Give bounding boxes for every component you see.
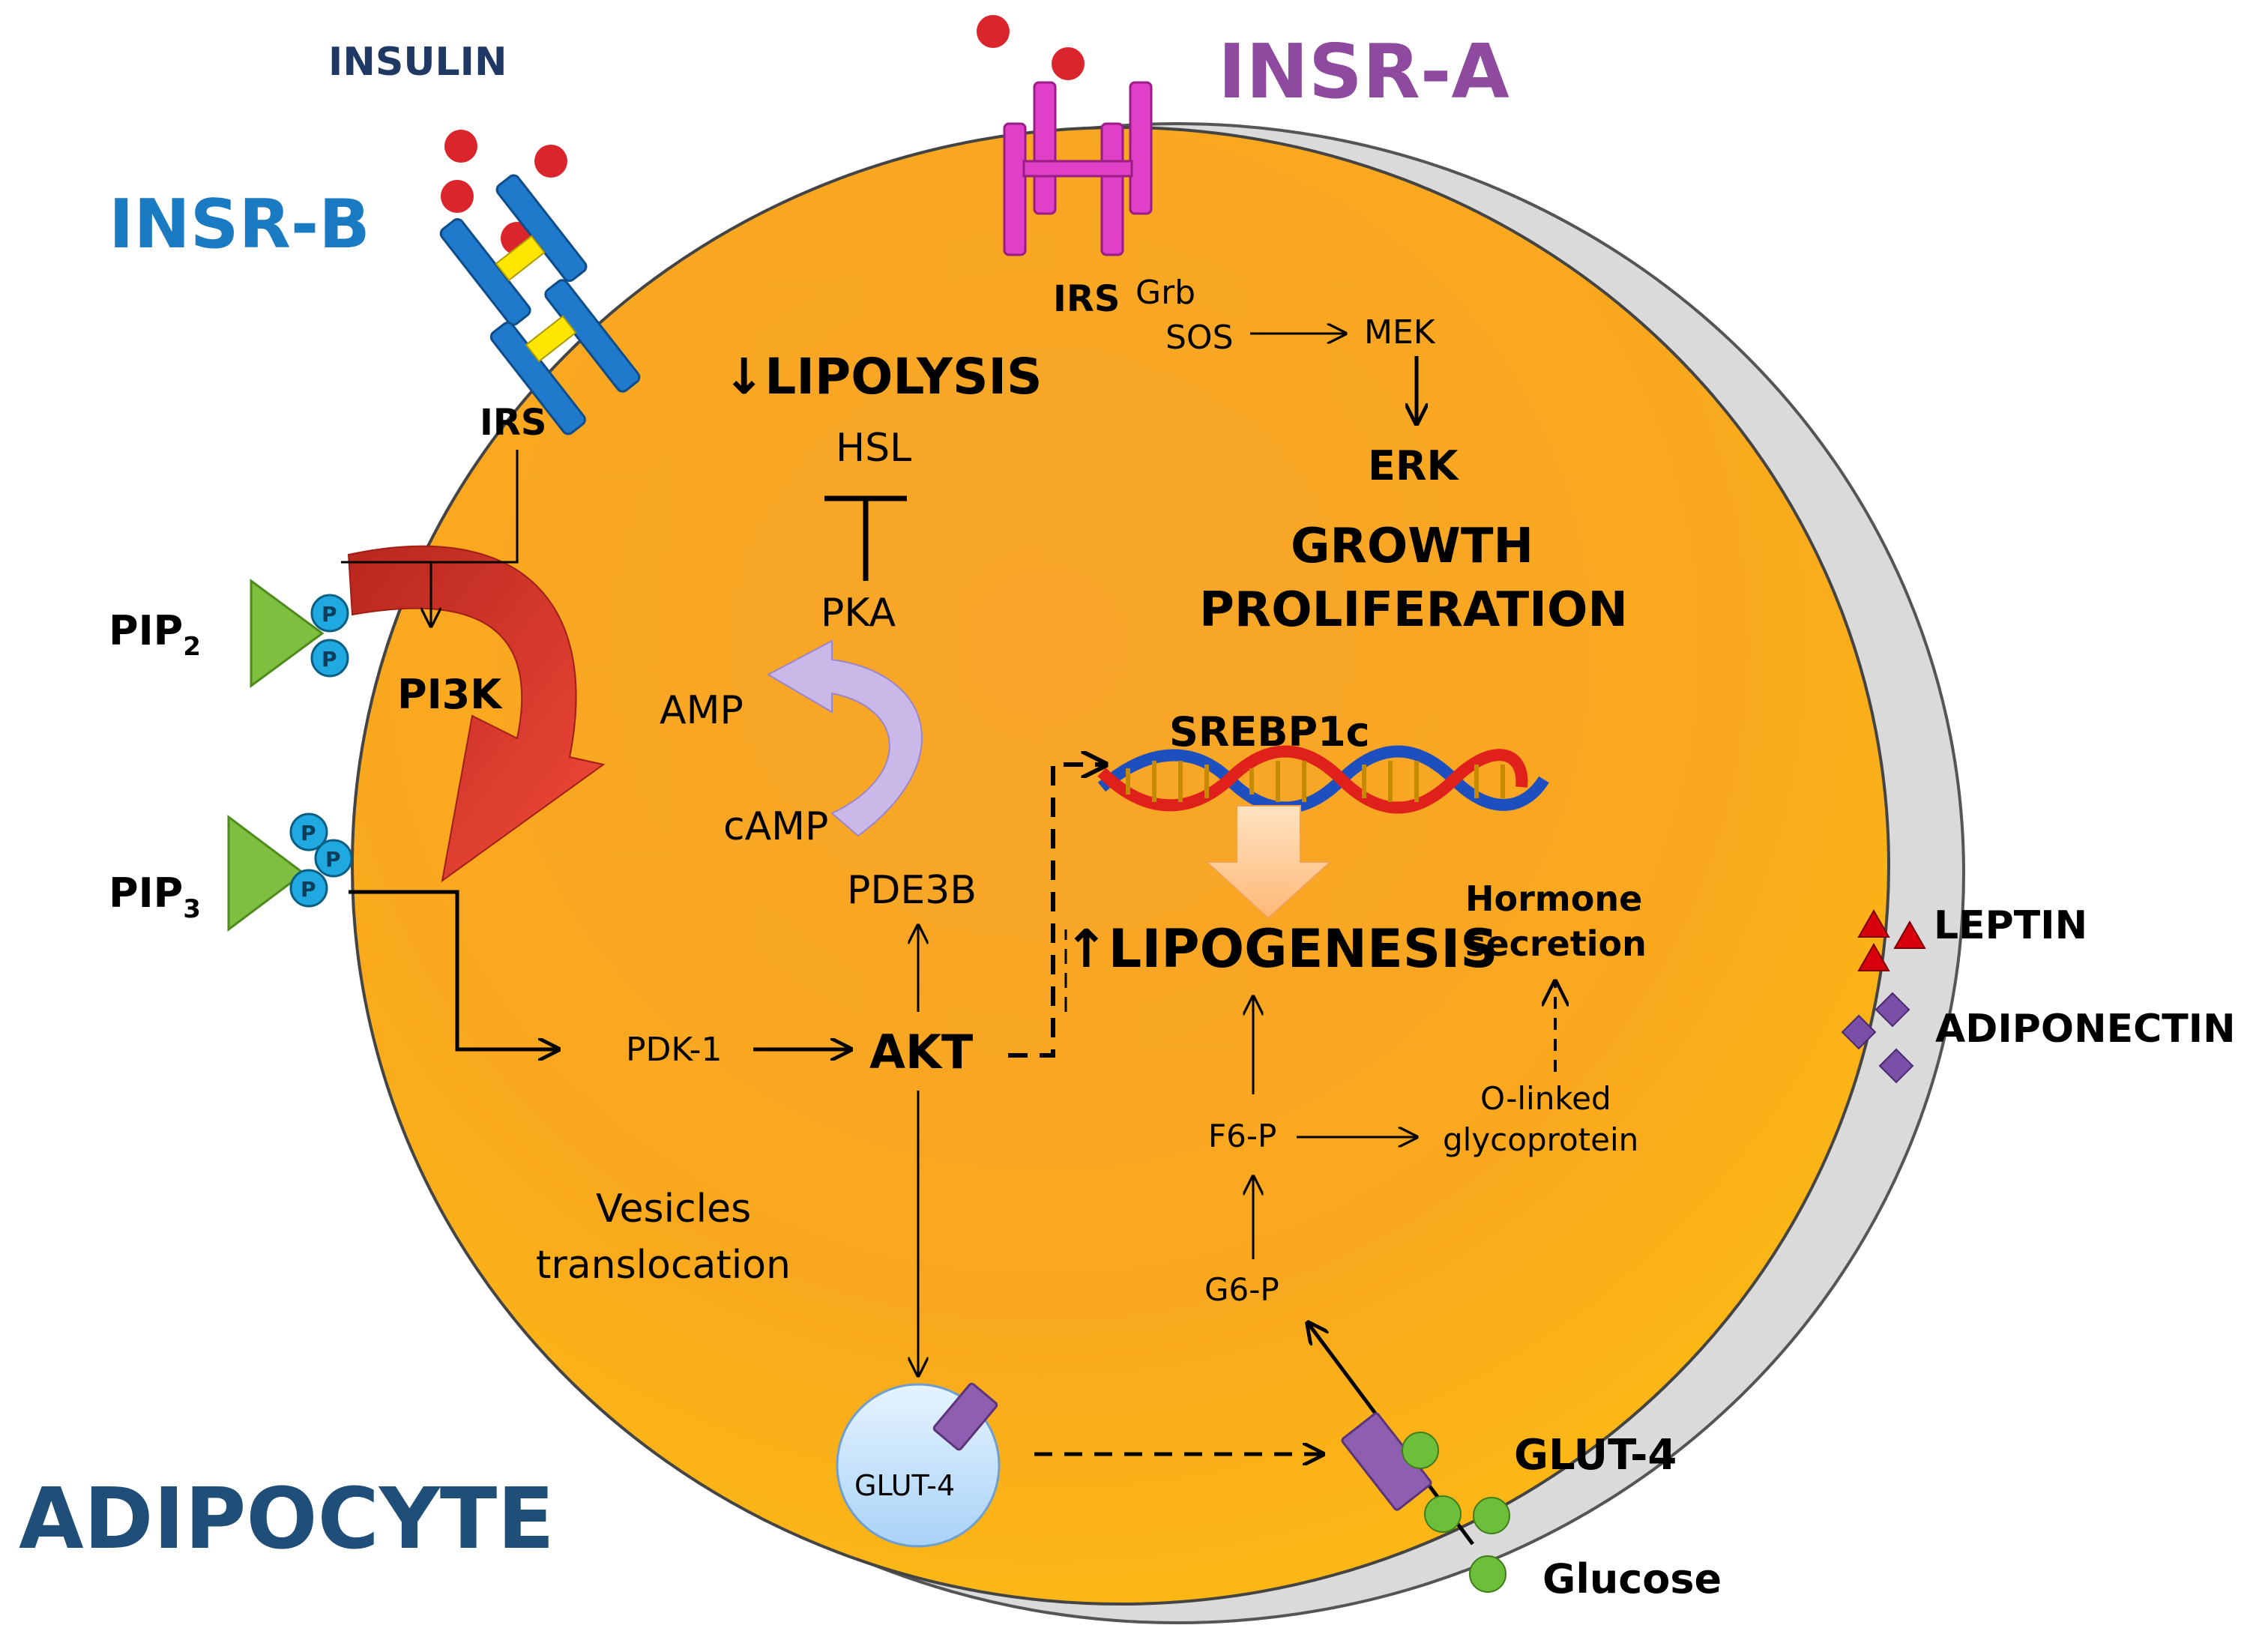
adiponectin-diamonds (1841, 992, 1914, 1084)
pde3b-label: PDE3B (847, 868, 977, 913)
pip2-phosphates: P P (310, 594, 349, 678)
dna-helix (1097, 745, 1549, 814)
cell-cytoplasm (351, 126, 1890, 1606)
growth-label: GROWTH (1291, 519, 1533, 574)
pi3k-label: PI3K (397, 671, 503, 718)
camp-to-amp-arrow (766, 639, 923, 837)
pip2-triangle (250, 579, 325, 688)
amp-label: AMP (660, 688, 744, 733)
glucose-molecules (1402, 1432, 1510, 1593)
insr-b-label: INSR-B (109, 185, 370, 264)
glut4-membrane-label: GLUT-4 (1514, 1431, 1677, 1480)
f6p-label: F6-P (1208, 1118, 1276, 1154)
pip3-to-pdk1-arrow (349, 890, 558, 1049)
pi3k-conversion-arrow (347, 545, 606, 883)
erk-label: ERK (1368, 442, 1459, 489)
hsl-label: HSL (836, 426, 911, 471)
pdk1-label: PDK-1 (626, 1031, 723, 1069)
vesicles-line1: Vesicles (596, 1187, 751, 1232)
phosphate-label: P (301, 821, 316, 845)
sos-label: SOS (1165, 319, 1234, 357)
insulin-label: INSULIN (328, 40, 507, 85)
irs-left-label: IRS (480, 402, 546, 444)
pka-inhibits-hsl (824, 495, 907, 581)
pip3-triangle (227, 815, 306, 932)
glut4-vesicle-label: GLUT-4 (854, 1469, 955, 1502)
srebp1c-to-lipogenesis-arrow (1204, 805, 1333, 920)
insr-b-receptor (439, 174, 641, 435)
pip3-phosphates: P P P (289, 813, 353, 908)
lipogenesis-label: ↑LIPOGENESIS (1064, 918, 1498, 980)
irs-right-label: IRS (1053, 278, 1120, 320)
akt-label: AKT (869, 1025, 973, 1079)
phosphate-label: P (322, 602, 337, 627)
irs-to-pi3k-line (341, 450, 519, 564)
olinked-line2: glycoprotein (1443, 1121, 1638, 1158)
srebp1c-label: SREBP1c (1169, 708, 1370, 756)
hormone-secretion-line1: Hormone (1465, 878, 1642, 919)
olinked-line1: O-linked (1480, 1080, 1611, 1117)
hormone-secretion-line2: secretion (1465, 923, 1647, 964)
insr-a-receptor (1003, 81, 1153, 256)
phosphate-label: P (325, 847, 341, 872)
phosphate-label: P (322, 647, 337, 672)
pka-label: PKA (821, 591, 896, 636)
phosphate-label: P (301, 877, 316, 902)
glucose-label: Glucose (1542, 1555, 1722, 1603)
leptin-label: LEPTIN (1934, 903, 2087, 948)
mek-label: MEK (1364, 313, 1436, 352)
akt-to-srebp1c-arrow (1008, 765, 1106, 1058)
g6p-label: G6-P (1204, 1271, 1279, 1308)
adipocyte-label: ADIPOCYTE (19, 1471, 555, 1568)
adiponectin-label: ADIPONECTIN (1935, 1007, 2236, 1052)
lipolysis-label: ↓LIPOLYSIS (723, 348, 1043, 406)
leptin-triangles (1857, 908, 1926, 971)
pip2-label: PIP2 (109, 607, 201, 662)
insr-a-label: INSR-A (1218, 28, 1509, 115)
pip3-label: PIP3 (109, 869, 201, 924)
camp-label: cAMP (723, 804, 828, 849)
vesicles-line2: translocation (536, 1243, 791, 1288)
proliferation-label: PROLIFERATION (1199, 582, 1628, 638)
glut4-vesicle-transporter (932, 1382, 998, 1451)
grb-label: Grb (1135, 274, 1195, 312)
